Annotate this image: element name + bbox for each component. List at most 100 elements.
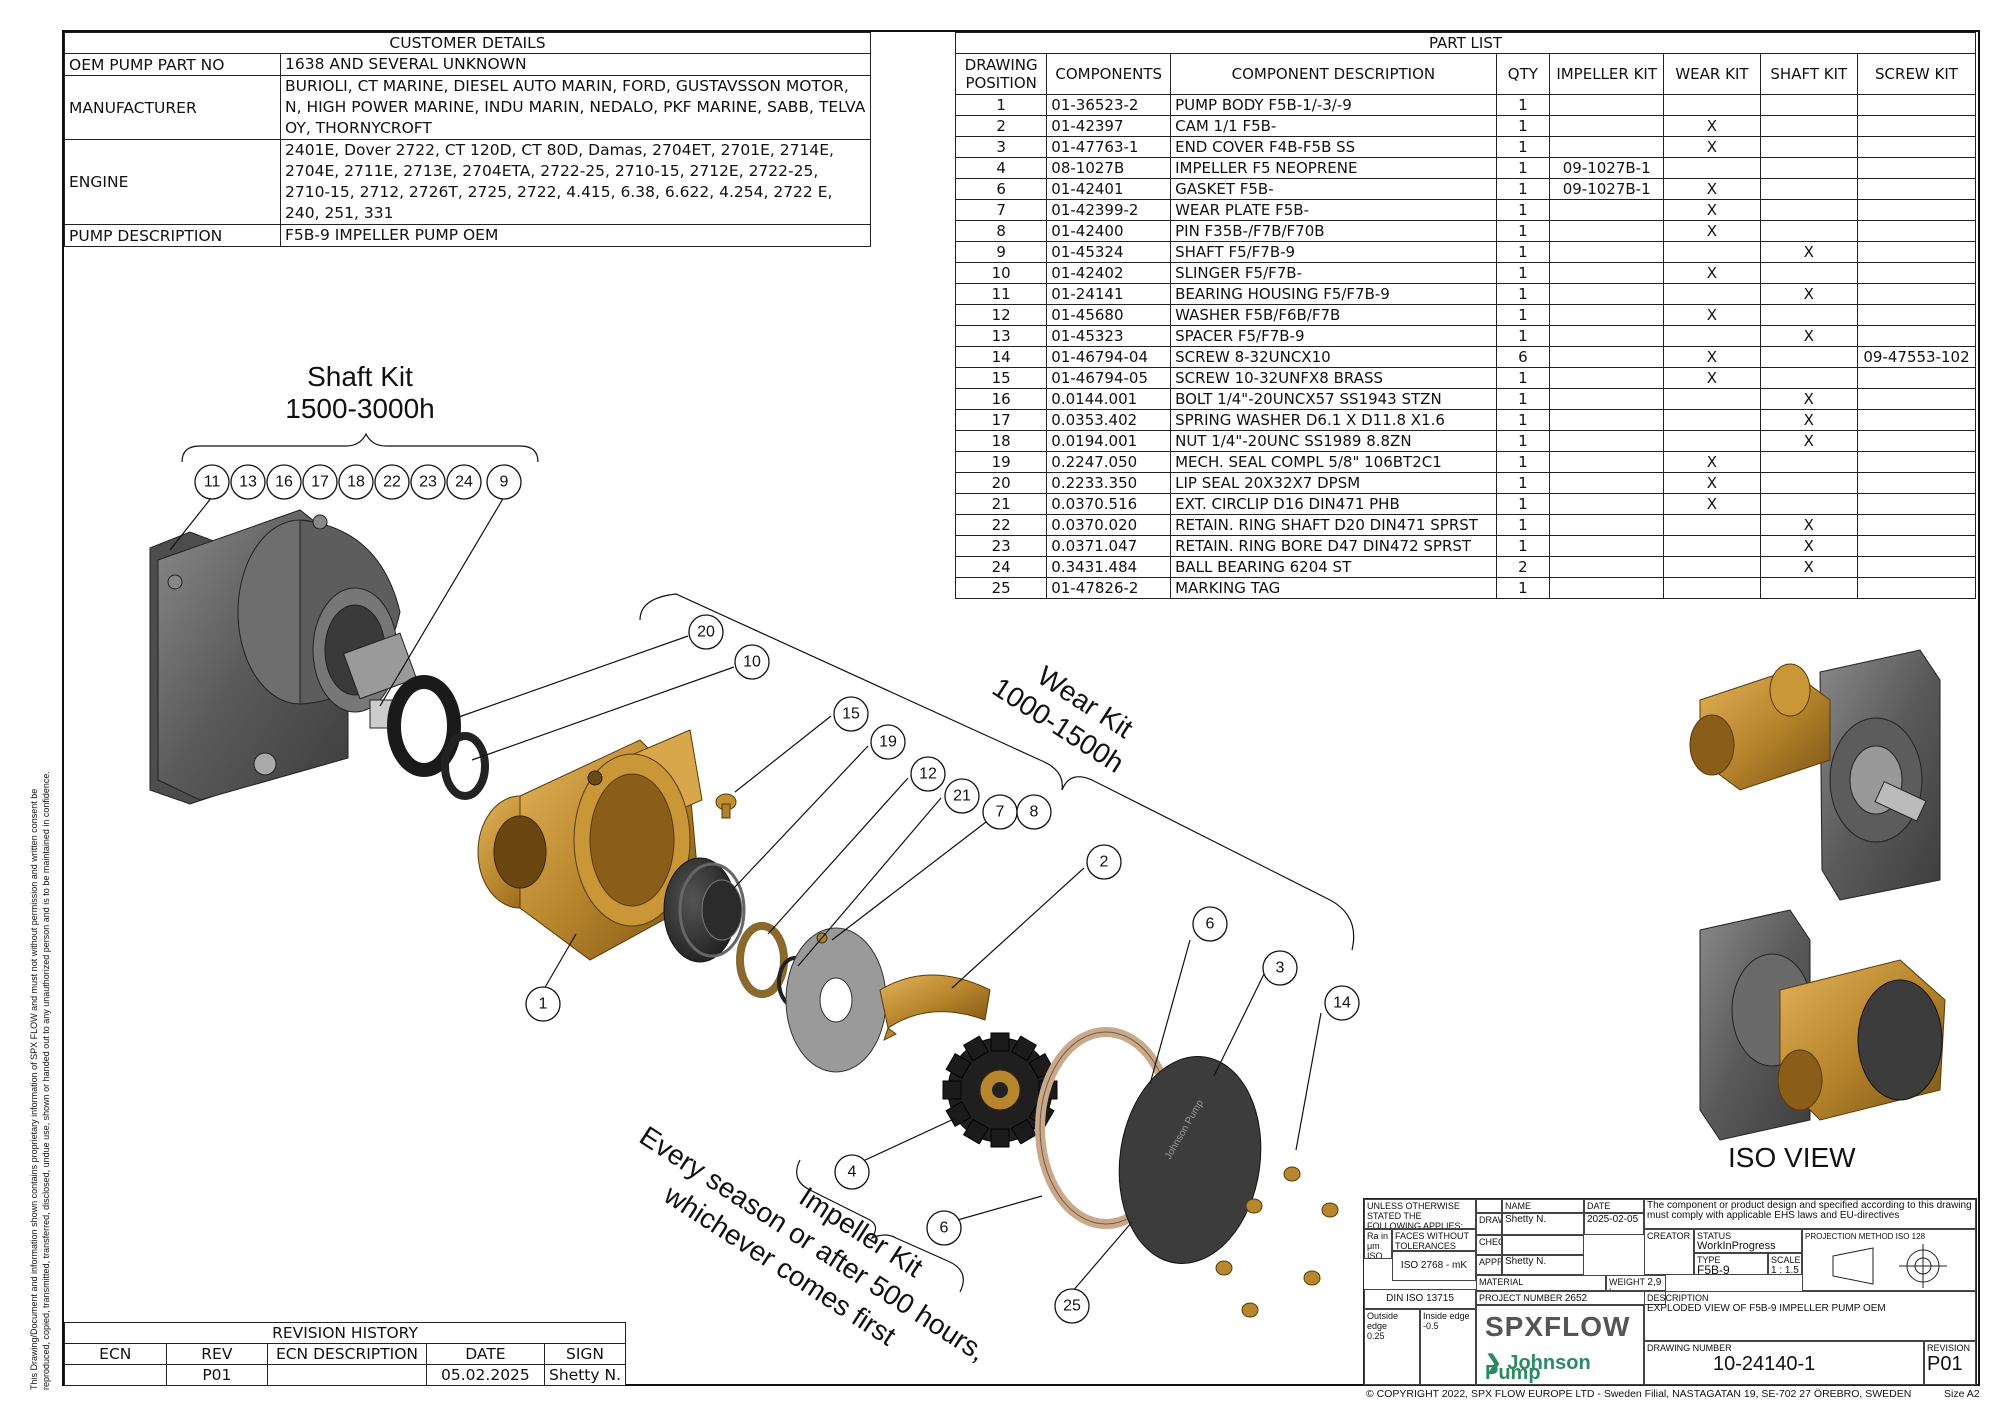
drawing-number-label: DRAWING NUMBER (1647, 1343, 1732, 1353)
spxflow-logo: SPXFLOW (1485, 1311, 1631, 1342)
drawing-frame (62, 30, 1980, 1386)
type-cell: TYPE F5B-9 (1694, 1253, 1768, 1275)
approved-label: APPROVED (1476, 1255, 1502, 1275)
shaft-kit-hours-label: 1500-3000h (285, 393, 434, 424)
callout-bubble: 6 (1192, 906, 1228, 942)
iso-view-bottom (1699, 909, 1946, 1141)
revision-col-date: DATE (425, 1343, 546, 1365)
customer-key: PUMP DESCRIPTION (64, 224, 281, 247)
part-list-cell: 0.2247.050 (1046, 451, 1172, 473)
part-list-cell (1663, 577, 1761, 599)
projection-label: PROJECTION METHOD ISO 128 (1805, 1232, 1926, 1241)
callout-bubble: 6 (926, 1210, 962, 1246)
callout-number: 18 (347, 474, 365, 491)
wear-plate-part (785, 927, 887, 1073)
part-list-cell: NUT 1/4"-20UNC SS1989 8.8ZN (1170, 430, 1497, 452)
iso-view-label: ISO VIEW (1728, 1142, 1856, 1173)
impeller-vane (990, 1128, 1010, 1148)
callout-bubble: 18 (338, 464, 374, 500)
part-list-col: COMPONENT DESCRIPTION (1170, 53, 1497, 95)
description-cell: DESCRIPTION EXPLODED VIEW OF F5B-9 IMPEL… (1644, 1291, 1976, 1341)
part-list-cell: 0.0194.001 (1046, 430, 1172, 452)
callout-number: 17 (311, 474, 329, 491)
iso-view-top (1689, 649, 1941, 901)
part-list-cell: 09-1027B-1 (1549, 178, 1665, 200)
status-value: WorkInProgress (1697, 1240, 1776, 1252)
project-number: 2652 (1564, 1293, 1588, 1304)
callout-bubble: 19 (870, 724, 906, 760)
wear-kit-bracket (639, 593, 1355, 951)
part-list-cell: BEARING HOUSING F5/F7B-9 (1170, 283, 1497, 305)
part-list-col: COMPONENTS (1046, 53, 1172, 95)
part-list-cell: 0.0371.047 (1046, 535, 1172, 557)
customer-details-table: CUSTOMER DETAILS OEM PUMP PART NO 1638 A… (64, 32, 871, 247)
callout-bubble: 17 (302, 464, 338, 500)
revision-value: P01 (1927, 1353, 1963, 1375)
shaft-kit-label: Shaft Kit (307, 361, 413, 392)
callout-number: 1 (539, 996, 548, 1013)
part-list-cell: 01-47826-2 (1046, 577, 1172, 599)
part-list-cell: 01-42400 (1046, 220, 1172, 242)
part-list-cell: 1 (1495, 136, 1551, 158)
part-list-cell: WEAR PLATE F5B- (1170, 199, 1497, 221)
drawing-number-cell: DRAWING NUMBER 10-24140-1 (1644, 1341, 1924, 1385)
part-list-cell: 0.0370.020 (1046, 514, 1172, 536)
creator-label: CREATOR (1644, 1229, 1694, 1275)
impeller-kit-bracket (796, 1159, 964, 1293)
revision-col-ecn: ECN (64, 1343, 167, 1365)
washer-part (736, 922, 788, 998)
type-value: F5B-9 (1697, 1263, 1730, 1275)
part-list-cell: 01-45323 (1046, 325, 1172, 347)
scale-label: SCALE (1771, 1255, 1801, 1265)
part-list-cell: 1 (1495, 409, 1551, 431)
brass-screw-part (715, 793, 737, 819)
callout-bubble: 11 (194, 464, 230, 500)
callout-number: 9 (500, 474, 509, 491)
callout-number: 24 (455, 474, 473, 491)
callout-bubble: 21 (944, 778, 980, 814)
revision-history-header: REVISION HISTORY (64, 1322, 626, 1344)
part-list-cell: 15 (954, 367, 1048, 389)
callout-number: 12 (919, 766, 937, 783)
part-list-col: IMPELLER KIT (1549, 53, 1665, 95)
weight-value: 2,9 kg (1609, 1277, 1662, 1291)
callout-bubble: 24 (446, 464, 482, 500)
drawn-label: DRAWN (1476, 1213, 1502, 1235)
callout-bubble: 20 (688, 614, 724, 650)
general-tolerance-note: UNLESS OTHERWISE STATED THE FOLLOWING AP… (1364, 1199, 1476, 1229)
pump-body-part (477, 729, 703, 961)
callout-number: 20 (697, 624, 715, 641)
part-list-cell: 01-46794-04 (1046, 346, 1172, 368)
part-list-cell: PUMP BODY F5B-1/-3/-9 (1170, 94, 1497, 116)
callout-number: 10 (743, 654, 761, 671)
tolerance-standard: ISO 2768 - mK (1392, 1251, 1476, 1281)
part-list-cell: 16 (954, 388, 1048, 410)
callout-number: 11 (204, 474, 221, 491)
callout-leaders (169, 496, 1322, 1293)
part-list-cell: 1 (1495, 388, 1551, 410)
customer-value: 1638 AND SEVERAL UNKNOWN (280, 53, 871, 76)
part-list-cell (1759, 577, 1858, 599)
faces-note: FACES WITHOUT TOLERANCES ACC. TO (1392, 1229, 1476, 1251)
callout-bubble: 1 (525, 986, 561, 1022)
customer-key: ENGINE (64, 139, 281, 225)
drawn-name: Shetty N. (1502, 1213, 1584, 1235)
part-list-col: SHAFT KIT (1759, 53, 1858, 95)
part-list-cell: 14 (954, 346, 1048, 368)
date-label: DATE (1584, 1199, 1644, 1213)
roughness-note: Ra in μm ISO 1302 (1364, 1229, 1392, 1259)
customer-key: MANUFACTURER (64, 75, 281, 140)
weight-cell: WEIGHT 2,9 kg (1606, 1275, 1666, 1291)
part-list-cell: 1 (1495, 577, 1551, 599)
name-label: NAME (1502, 1199, 1584, 1213)
